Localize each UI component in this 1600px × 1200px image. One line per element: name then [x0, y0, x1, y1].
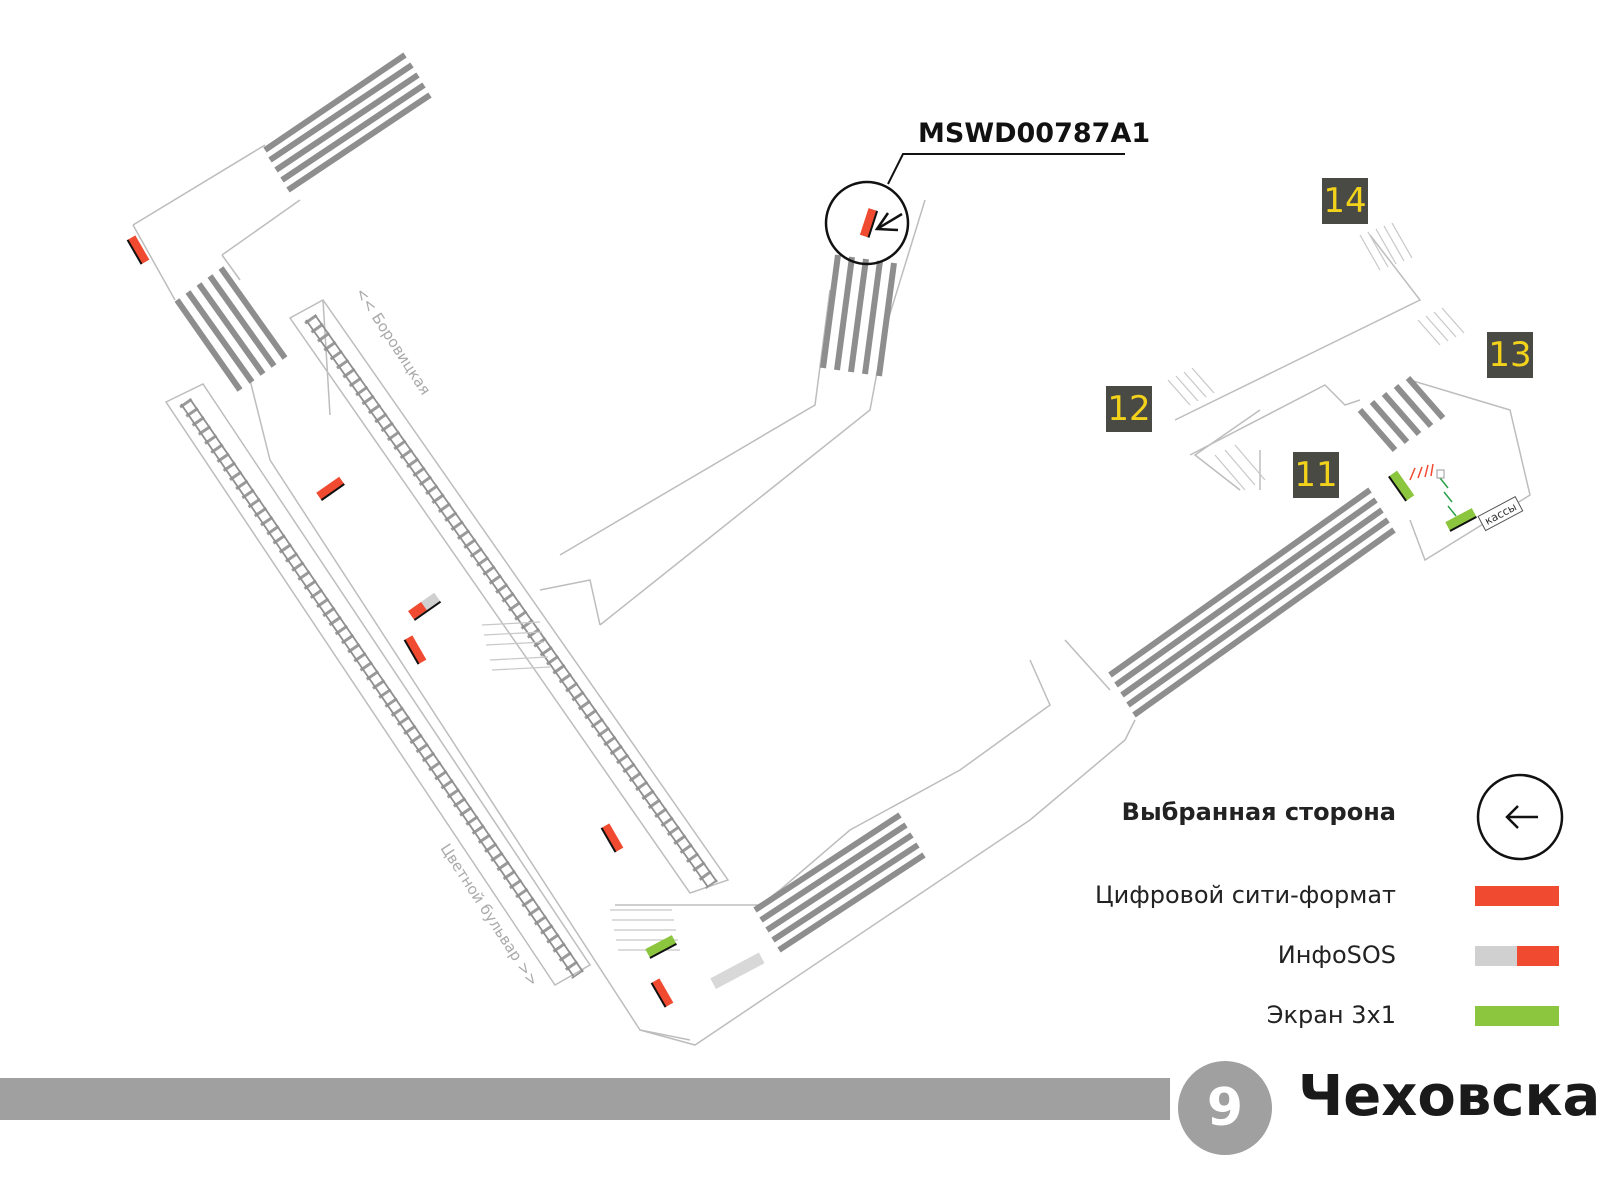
escalator-north — [820, 254, 897, 377]
digital-screen-4 — [600, 823, 624, 853]
line-number: 9 — [1206, 1078, 1244, 1138]
exit-13: 14 — [1322, 178, 1368, 224]
exit-14: 13 — [1487, 332, 1533, 378]
track-right — [304, 313, 718, 890]
screen-3x1-placements — [645, 470, 1477, 959]
screen-3x1-3 — [1445, 508, 1477, 532]
digital-city-format-placements — [126, 208, 879, 1008]
track-label-borovitskaya: << Боровицкая — [352, 284, 435, 398]
code-leader-line — [887, 153, 1125, 185]
metro-line-bar — [0, 1078, 1170, 1120]
escalator-top-left — [263, 52, 432, 193]
digital-screen-selected — [859, 208, 879, 238]
digital-screen-1 — [126, 235, 150, 265]
exit-12-label: 12 — [1107, 389, 1151, 429]
exit-12: 12 — [1106, 386, 1152, 432]
exit-13-label: 14 — [1323, 181, 1367, 221]
placement-code-label: MSWD00787A1 — [918, 118, 1151, 149]
selected-side-marker — [824, 180, 910, 266]
station-outline — [132, 144, 1531, 1046]
escalator-bottom — [753, 812, 926, 953]
escalator-right-short — [1357, 376, 1446, 452]
digital-screen-3 — [403, 635, 427, 665]
legend-screen-swatch — [1475, 1006, 1559, 1026]
legend-digital-label: Цифровой сити-формат — [1095, 881, 1396, 909]
infosos-placement — [408, 592, 442, 621]
digital-screen-2 — [316, 476, 345, 501]
screen-3x1-2 — [1388, 470, 1415, 502]
legend-infosos-label: ИнфоSOS — [1277, 941, 1396, 969]
station-name: Чеховская — [1298, 1064, 1600, 1129]
kassy-sign: кассы — [1477, 496, 1524, 532]
exit-11-label: 11 — [1294, 455, 1338, 495]
escalator-long — [1108, 487, 1396, 718]
turnstiles — [1409, 463, 1457, 517]
line-number-badge: 9 — [1173, 1056, 1277, 1160]
legend-infosos-swatch — [1475, 946, 1559, 966]
track-left — [179, 398, 584, 979]
escalator-mid-left — [174, 266, 288, 392]
legend-selected-side-icon — [1476, 773, 1564, 861]
digital-screen-5 — [650, 978, 674, 1008]
exit-11: 11 — [1293, 452, 1339, 498]
exit-14-label: 13 — [1488, 335, 1532, 375]
legend-screen-label: Экран 3x1 — [1266, 1001, 1396, 1029]
legend-digital-swatch — [1475, 886, 1559, 906]
screen-3x1-1 — [645, 935, 677, 959]
track-label-tsvetnoy: Цветной бульвар >> — [437, 840, 542, 989]
legend-selected-side-label: Выбранная сторона — [1121, 798, 1396, 826]
grey-block — [710, 952, 765, 989]
